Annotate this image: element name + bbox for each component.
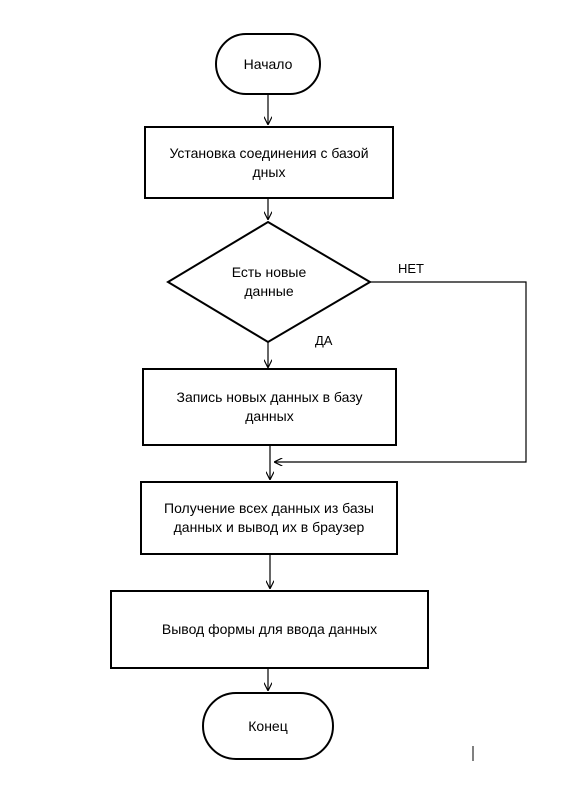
decision-label: Есть новые данные	[231, 264, 307, 299]
end-terminator	[202, 692, 334, 760]
write-label: Запись новых данных в базу данных	[176, 389, 363, 424]
form-process-box	[110, 590, 429, 669]
form-label: Вывод формы для ввода данных	[161, 621, 378, 637]
start-label: Начало	[243, 55, 293, 72]
connect-process-box	[144, 126, 394, 199]
fetch-process-box	[140, 481, 398, 555]
connect-label: Установка соединения с базой дных	[169, 144, 369, 180]
end-label: Конец	[248, 717, 288, 734]
yes-branch-label: ДА	[315, 333, 333, 348]
fetch-label: Получение всех данных из базы данных и в…	[164, 500, 374, 535]
no-branch-label: НЕТ	[398, 261, 424, 276]
no-branch-path	[275, 281, 527, 462]
